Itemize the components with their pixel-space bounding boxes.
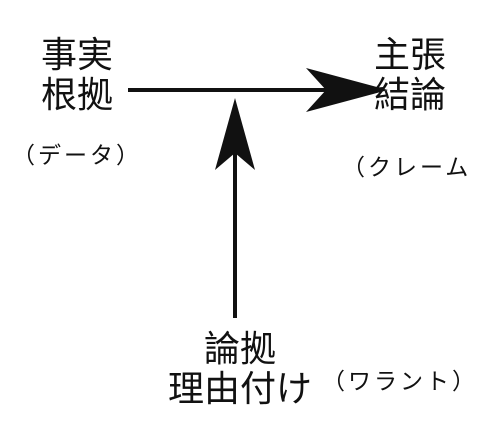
warrant-arrowhead xyxy=(215,98,255,170)
data-node: 事実 根拠 xyxy=(2,35,152,117)
claim-node: 主張 結論 xyxy=(330,35,490,117)
data-label-line2: 根拠 xyxy=(40,75,113,117)
warrant-label-line2: 理由付け xyxy=(167,369,312,411)
data-sublabel: （データ） xyxy=(12,143,142,169)
claim-label-line2: 結論 xyxy=(373,75,446,117)
warrant-sublabel: （ワラント） xyxy=(322,369,478,395)
warrant-node: 論拠 理由付け xyxy=(150,329,330,411)
data-label-line1: 事実 xyxy=(40,35,113,76)
claim-label-line1: 主張 xyxy=(373,35,446,76)
warrant-label-line1: 論拠 xyxy=(203,329,276,370)
data-to-claim-arrowhead xyxy=(306,68,388,112)
claim-sublabel: （クレーム xyxy=(342,155,472,181)
